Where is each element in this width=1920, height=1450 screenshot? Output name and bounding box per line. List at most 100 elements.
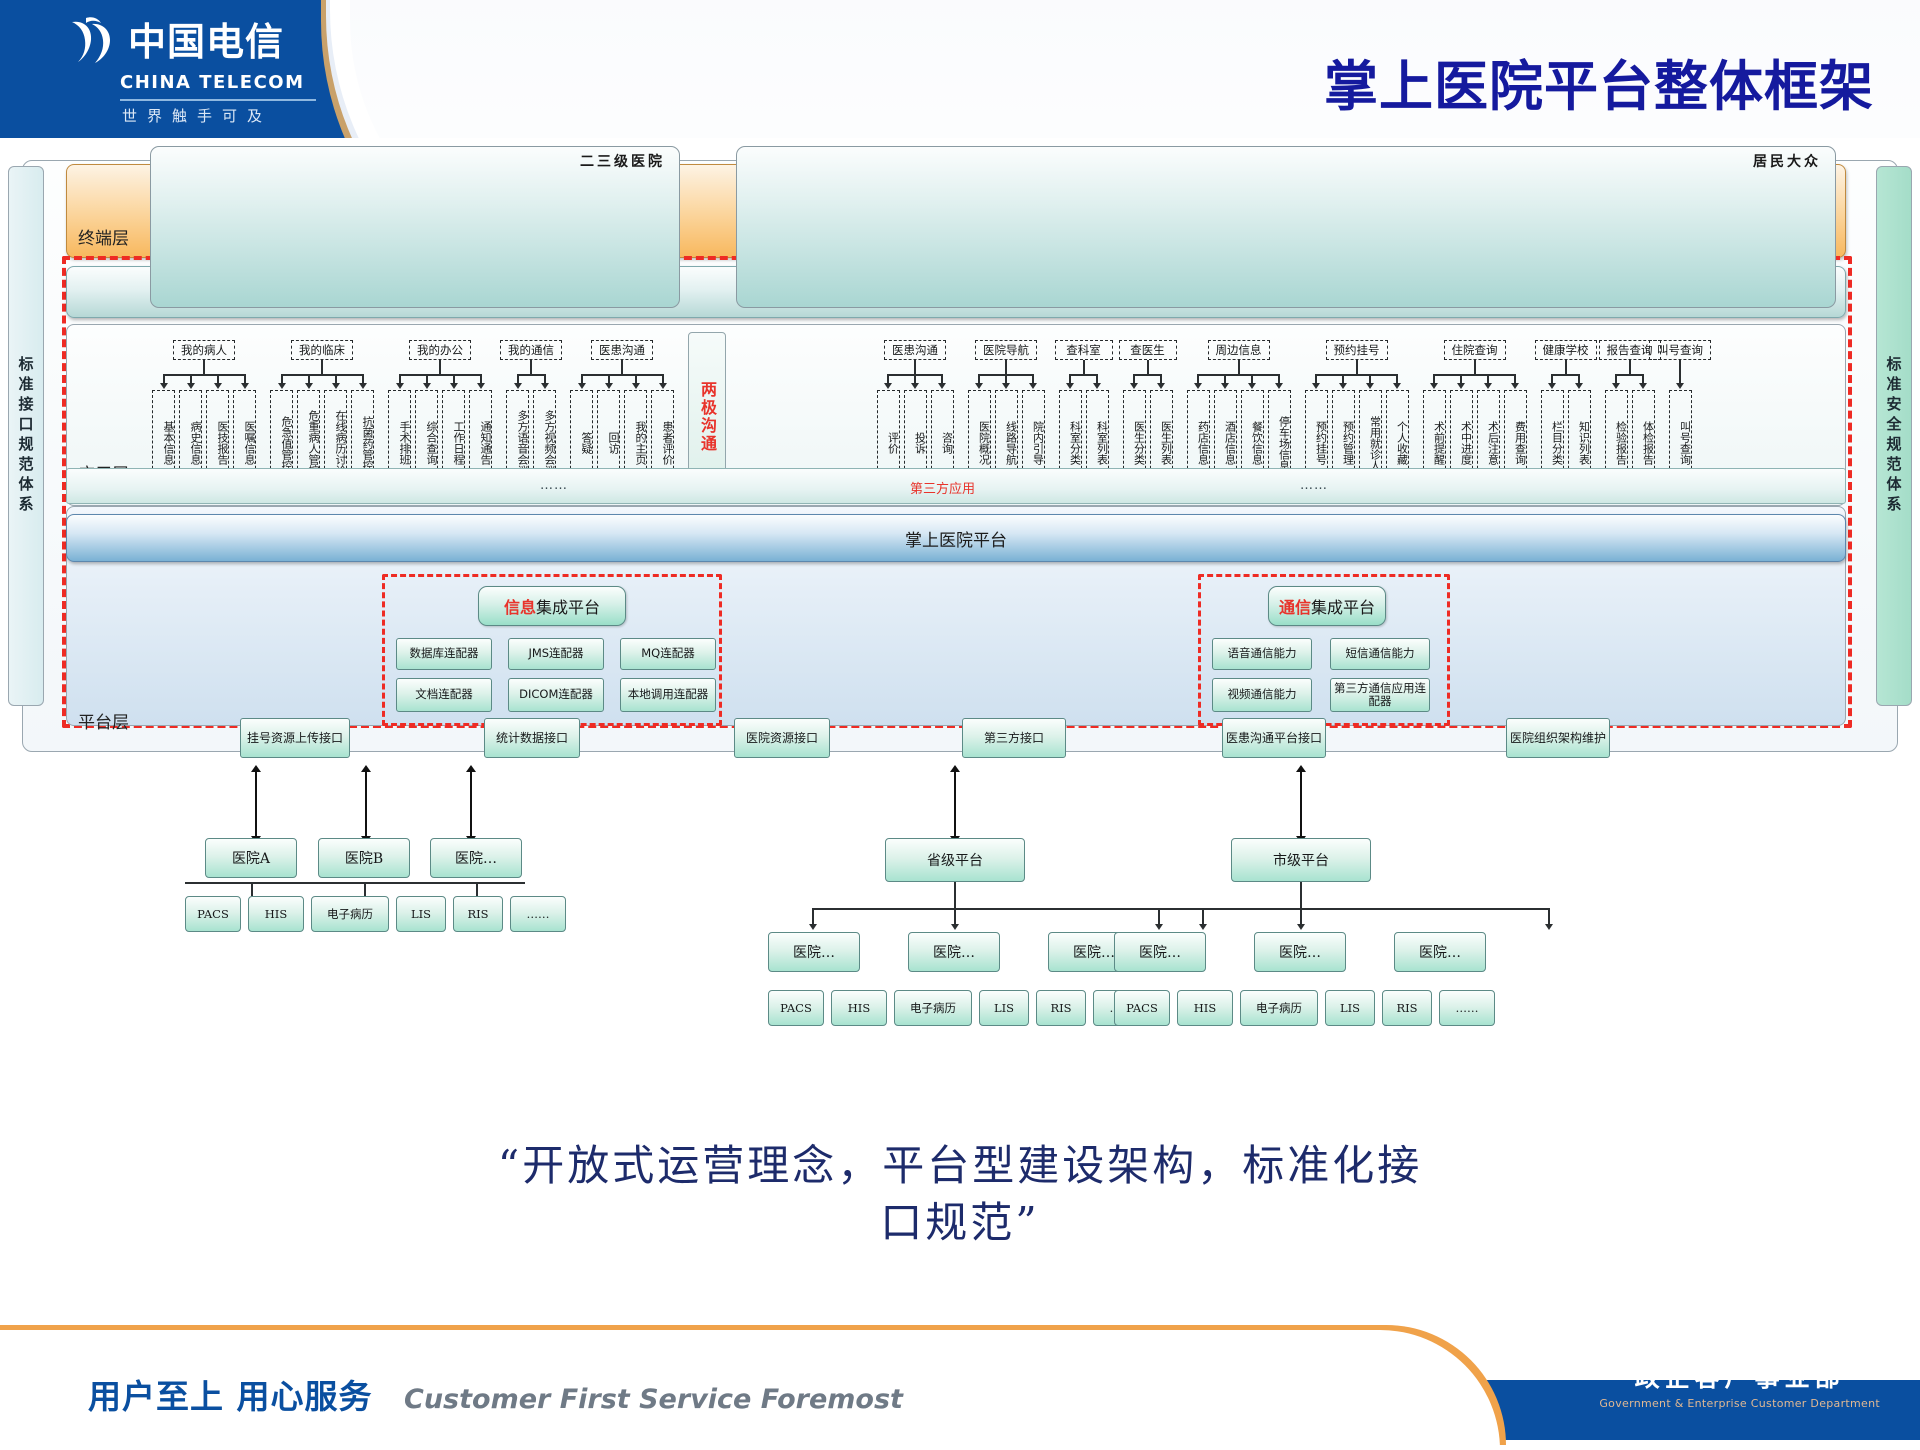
tree-arrow bbox=[1676, 383, 1684, 389]
tree-line bbox=[1315, 374, 1317, 383]
tree-line bbox=[914, 374, 916, 383]
app-group-title: 居民大众 bbox=[1753, 154, 1821, 170]
system-his: HIS bbox=[831, 990, 887, 1026]
adapter-dicom: DICOM连配器 bbox=[508, 678, 604, 712]
tree-line bbox=[1679, 360, 1681, 376]
platform-bar: 掌上医院平台 bbox=[66, 514, 1846, 562]
app-group-public: 居民大众 bbox=[736, 146, 1836, 308]
tree-arrow bbox=[1157, 383, 1165, 389]
adapter-mq: MQ连配器 bbox=[620, 638, 716, 670]
tree-arrow bbox=[395, 383, 404, 389]
china-telecom-mark-icon bbox=[62, 14, 118, 70]
system-pacs: PACS bbox=[768, 990, 824, 1026]
tree-line bbox=[1096, 374, 1098, 383]
province-hospital-1: 医院… bbox=[768, 932, 860, 972]
left-sidebar-standard-interface: 标准接口规范体系 bbox=[8, 166, 44, 706]
tree-line bbox=[1514, 374, 1516, 383]
system-ris: RIS bbox=[1036, 990, 1086, 1026]
app-parent-node[interactable]: 我的临床 bbox=[291, 340, 353, 360]
adapter-doc: 文档连配器 bbox=[396, 678, 492, 712]
footer-swoosh bbox=[0, 1330, 1500, 1450]
tree-line bbox=[1460, 374, 1462, 383]
comm-integration-title-rest: 集成平台 bbox=[1311, 598, 1376, 617]
interface-third-party: 第三方接口 bbox=[962, 718, 1066, 758]
tree-arrow bbox=[911, 383, 919, 389]
tree-arrow bbox=[1339, 383, 1347, 389]
system-emr: 电子病历 bbox=[311, 896, 389, 932]
tree-line bbox=[661, 374, 664, 383]
capability-voice: 语音通信能力 bbox=[1212, 638, 1312, 670]
tree-line bbox=[941, 374, 943, 383]
tree-arrow bbox=[1002, 383, 1010, 389]
interface-doctor-patient-platform: 医患沟通平台接口 bbox=[1222, 718, 1326, 758]
tree-line bbox=[425, 374, 428, 383]
connector-arrow bbox=[251, 765, 261, 843]
tree-line bbox=[1005, 360, 1007, 376]
hospital-b: 医院B bbox=[318, 838, 410, 878]
adapter-jms: JMS连配器 bbox=[508, 638, 604, 670]
tree-line bbox=[243, 374, 246, 383]
tree-arrow bbox=[1366, 383, 1374, 389]
tree-line bbox=[543, 374, 546, 383]
tree-line bbox=[1342, 374, 1344, 383]
tree-arrow bbox=[1430, 383, 1438, 389]
app-parent-node[interactable]: 我的通信 bbox=[500, 340, 562, 360]
tree-line bbox=[1069, 374, 1071, 383]
tree-arrow bbox=[938, 383, 946, 389]
app-parent-node[interactable]: 查医生 bbox=[1118, 340, 1177, 360]
footer-slogan-cn: 用户至上 用心服务 bbox=[88, 1377, 373, 1416]
tree-line bbox=[530, 360, 532, 376]
platform-bar-label: 掌上医院平台 bbox=[905, 530, 1007, 551]
tree-line bbox=[1197, 374, 1199, 383]
tree-line bbox=[954, 908, 956, 926]
app-parent-node[interactable]: 预约挂号 bbox=[1325, 340, 1388, 360]
closing-quote: “开放式运营理念，平台型建设架构，标准化接 口规范” bbox=[0, 1138, 1920, 1251]
capability-thirdparty: 第三方通信应用连配器 bbox=[1330, 678, 1430, 712]
tree-arrow bbox=[975, 383, 983, 389]
app-parent-node[interactable]: 查科室 bbox=[1054, 340, 1113, 360]
app-parent-node[interactable]: 医患沟通 bbox=[884, 340, 946, 360]
tree-arrow bbox=[240, 383, 249, 389]
tree-line bbox=[580, 374, 583, 383]
tree-line bbox=[1578, 374, 1580, 383]
brand-slogan: 世界触手可及 bbox=[122, 107, 273, 125]
tree-line bbox=[479, 374, 482, 383]
tree-arrow bbox=[476, 383, 485, 389]
province-hospital-2: 医院… bbox=[908, 932, 1000, 972]
app-parent-node[interactable]: 健康学校 bbox=[1534, 340, 1597, 360]
system-emr: 电子病历 bbox=[894, 990, 972, 1026]
city-hospital-3: 医院… bbox=[1394, 932, 1486, 972]
province-platform: 省级平台 bbox=[885, 838, 1025, 882]
app-parent-node[interactable]: 我的办公 bbox=[409, 340, 471, 360]
app-parent-node[interactable]: 我的病人 bbox=[173, 340, 235, 360]
system-pacs: PACS bbox=[185, 896, 241, 932]
tree-arrow bbox=[213, 383, 222, 389]
app-parent-node[interactable]: 叫号查询 bbox=[1649, 340, 1711, 360]
app-parent-node[interactable]: 医院导航 bbox=[975, 340, 1037, 360]
quote-line-2: 口规范” bbox=[880, 1197, 1040, 1247]
info-integration-title: 信息集成平台 bbox=[478, 586, 626, 626]
tree-arrow bbox=[604, 383, 613, 389]
tree-line bbox=[1237, 360, 1240, 376]
tree-line bbox=[364, 882, 366, 896]
app-parent-node[interactable]: 住院查询 bbox=[1443, 340, 1506, 360]
tree-arrow bbox=[277, 383, 286, 389]
tree-line bbox=[954, 882, 956, 908]
header-swoosh-inner bbox=[350, 0, 1920, 138]
diagram-stage: 标准接口规范体系 标准安全规范体系 终端层 安卓智能终端 IOS智能终端 PC终… bbox=[0, 138, 1920, 1353]
tree-line bbox=[452, 374, 455, 383]
tree-arrow bbox=[422, 383, 431, 389]
tree-line bbox=[634, 374, 637, 383]
tree-line bbox=[812, 908, 814, 926]
tree-line bbox=[1615, 374, 1617, 383]
system-ris: RIS bbox=[1382, 990, 1432, 1026]
app-parent-node[interactable]: 报告查询 bbox=[1598, 340, 1661, 360]
tree-line bbox=[914, 360, 916, 376]
tree-arrow bbox=[1221, 383, 1229, 389]
tree-arrow bbox=[1312, 383, 1320, 389]
app-parent-node[interactable]: 医患沟通 bbox=[591, 340, 653, 360]
tree-line bbox=[1251, 374, 1253, 383]
tree-line bbox=[1158, 908, 1550, 910]
app-parent-node[interactable]: 周边信息 bbox=[1207, 340, 1270, 360]
app-group-title: 二三级医院 bbox=[580, 154, 665, 170]
